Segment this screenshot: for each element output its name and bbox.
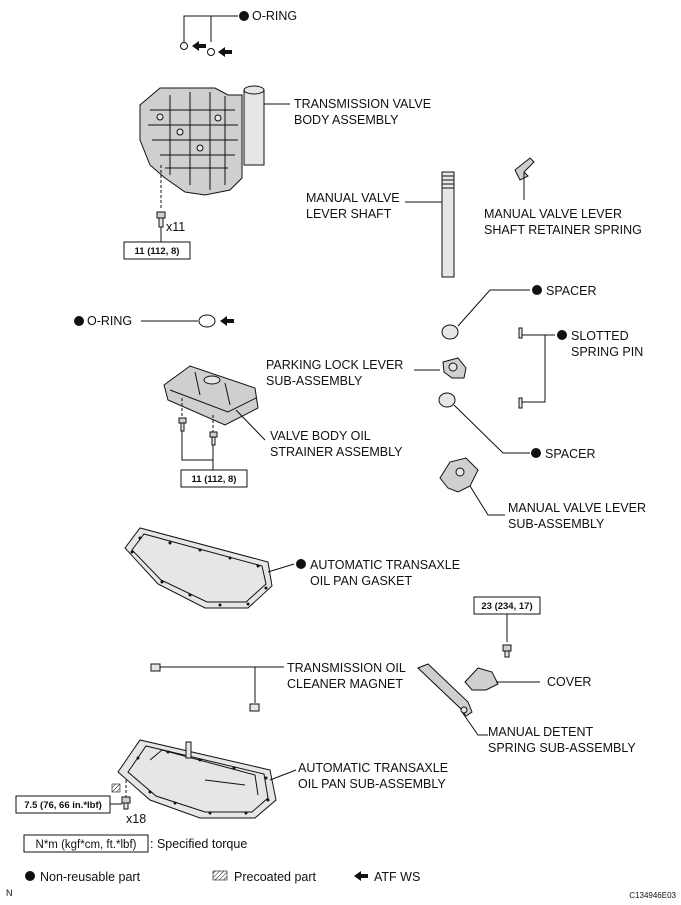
precoated-hatch-icon bbox=[111, 783, 121, 793]
non-reusable-dot-icon bbox=[531, 448, 541, 458]
gasket-label-2: OIL PAN GASKET bbox=[310, 574, 412, 588]
legend: N*m (kgf*cm, ft.*lbf) : Specified torque… bbox=[23, 834, 420, 884]
retainer-spring-label-1: MANUAL VALVE LEVER bbox=[484, 207, 622, 221]
o-ring-medium bbox=[198, 314, 216, 328]
spacer-top-label: SPACER bbox=[546, 284, 596, 298]
torque-box-valve-body bbox=[123, 241, 191, 260]
oil-pan-gasket: AUTOMATIC TRANSAXLE OIL PAN GASKET bbox=[124, 527, 460, 609]
non-reusable-dot-icon bbox=[25, 871, 35, 881]
strainer-label-1: VALVE BODY OIL bbox=[270, 429, 371, 443]
atf-legend: ATF WS bbox=[374, 870, 420, 884]
valve-body-qty: x11 bbox=[166, 220, 185, 234]
non-reusable-dot-icon bbox=[532, 285, 542, 295]
non-reusable-dot-icon bbox=[296, 559, 306, 569]
non-reusable-legend: Non-reusable part bbox=[40, 870, 141, 884]
manual-lever-label-2: SUB-ASSEMBLY bbox=[508, 517, 605, 531]
magnet-label-1: TRANSMISSION OIL bbox=[287, 661, 406, 675]
oil-pan-label-2: OIL PAN SUB-ASSEMBLY bbox=[298, 777, 446, 791]
atf-arrow-icon bbox=[218, 47, 232, 57]
slotted-spring-pins: SLOTTED SPRING PIN bbox=[518, 327, 643, 409]
torque-unit-legend: N*m (kgf*cm, ft.*lbf) bbox=[36, 839, 137, 851]
atf-arrow-icon bbox=[192, 41, 206, 51]
parking-lock-lever: PARKING LOCK LEVER SUB-ASSEMBLY bbox=[266, 357, 467, 388]
detent-label-2: SPRING SUB-ASSEMBLY bbox=[488, 741, 636, 755]
strainer-label-2: STRAINER ASSEMBLY bbox=[270, 445, 403, 459]
oil-cleaner-magnet: TRANSMISSION OIL CLEANER MAGNET bbox=[150, 661, 406, 712]
torque-cover: 23 (234, 17) bbox=[481, 601, 532, 612]
top-oring-group: O-RING bbox=[180, 9, 297, 57]
torque-box-oil-pan bbox=[15, 795, 111, 814]
valve-body-label-1: TRANSMISSION VALVE bbox=[294, 97, 431, 111]
figure-code: C134946E03 bbox=[629, 891, 676, 900]
parking-lock-label-2: SUB-ASSEMBLY bbox=[266, 374, 363, 388]
retainer-spring: MANUAL VALVE LEVER SHAFT RETAINER SPRING bbox=[484, 157, 642, 237]
torque-box-strainer bbox=[180, 469, 248, 488]
valve-body-label-2: BODY ASSEMBLY bbox=[294, 113, 399, 127]
non-reusable-dot-icon bbox=[557, 330, 567, 340]
slotted-pin-label-2: SPRING PIN bbox=[571, 345, 643, 359]
oil-pan-qty: x18 bbox=[126, 812, 146, 826]
torque-oil-pan: 7.5 (76, 66 in.*lbf) bbox=[24, 800, 102, 811]
non-reusable-dot-icon bbox=[239, 11, 249, 21]
oil-pan-label-1: AUTOMATIC TRANSAXLE bbox=[298, 761, 448, 775]
manual-detent-spring: MANUAL DETENT SPRING SUB-ASSEMBLY bbox=[417, 663, 636, 755]
oring-mid-label: O-RING bbox=[87, 314, 132, 328]
o-ring-small-2 bbox=[207, 48, 215, 56]
atf-arrow-icon bbox=[220, 316, 234, 326]
valve-body-oil-strainer: VALVE BODY OIL STRAINER ASSEMBLY 11 (112… bbox=[163, 365, 403, 488]
mid-oring-group: O-RING bbox=[74, 314, 234, 328]
spacer-bottom-label: SPACER bbox=[545, 447, 595, 461]
detent-label-1: MANUAL DETENT bbox=[488, 725, 593, 739]
oring-top-label: O-RING bbox=[252, 9, 297, 23]
slotted-pin-label-1: SLOTTED bbox=[571, 329, 629, 343]
o-ring-small-1 bbox=[180, 42, 188, 50]
manual-valve-lever-shaft-label-2: LEVER SHAFT bbox=[306, 207, 392, 221]
precoated-hatch-icon bbox=[212, 870, 228, 881]
transmission-valve-body: TRANSMISSION VALVE BODY ASSEMBLY x11 11 … bbox=[123, 85, 431, 260]
torque-valve-body: 11 (112, 8) bbox=[135, 246, 180, 257]
cover-label: COVER bbox=[547, 675, 591, 689]
retainer-spring-label-2: SHAFT RETAINER SPRING bbox=[484, 223, 642, 237]
atf-arrow-icon bbox=[354, 871, 368, 881]
gasket-label-1: AUTOMATIC TRANSAXLE bbox=[310, 558, 460, 572]
manual-valve-lever-shaft-label-1: MANUAL VALVE bbox=[306, 191, 400, 205]
corner-mark: N bbox=[6, 888, 13, 898]
torque-strainer: 11 (112, 8) bbox=[192, 474, 237, 485]
manual-lever-label-1: MANUAL VALVE LEVER bbox=[508, 501, 646, 515]
oil-pan: AUTOMATIC TRANSAXLE OIL PAN SUB-ASSEMBLY… bbox=[15, 739, 448, 826]
spacer-top: SPACER bbox=[441, 284, 596, 340]
manual-valve-lever: MANUAL VALVE LEVER SUB-ASSEMBLY bbox=[439, 457, 646, 531]
torque-legend-box bbox=[23, 834, 149, 853]
precoated-legend: Precoated part bbox=[234, 870, 317, 884]
spacer-bottom: SPACER bbox=[438, 392, 595, 461]
parking-lock-label-1: PARKING LOCK LEVER bbox=[266, 358, 403, 372]
magnet-label-2: CLEANER MAGNET bbox=[287, 677, 403, 691]
non-reusable-dot-icon bbox=[74, 316, 84, 326]
torque-desc-legend: : Specified torque bbox=[150, 837, 247, 851]
manual-valve-lever-shaft: MANUAL VALVE LEVER SHAFT bbox=[306, 171, 455, 278]
cover-part: 23 (234, 17) COVER bbox=[464, 596, 591, 691]
